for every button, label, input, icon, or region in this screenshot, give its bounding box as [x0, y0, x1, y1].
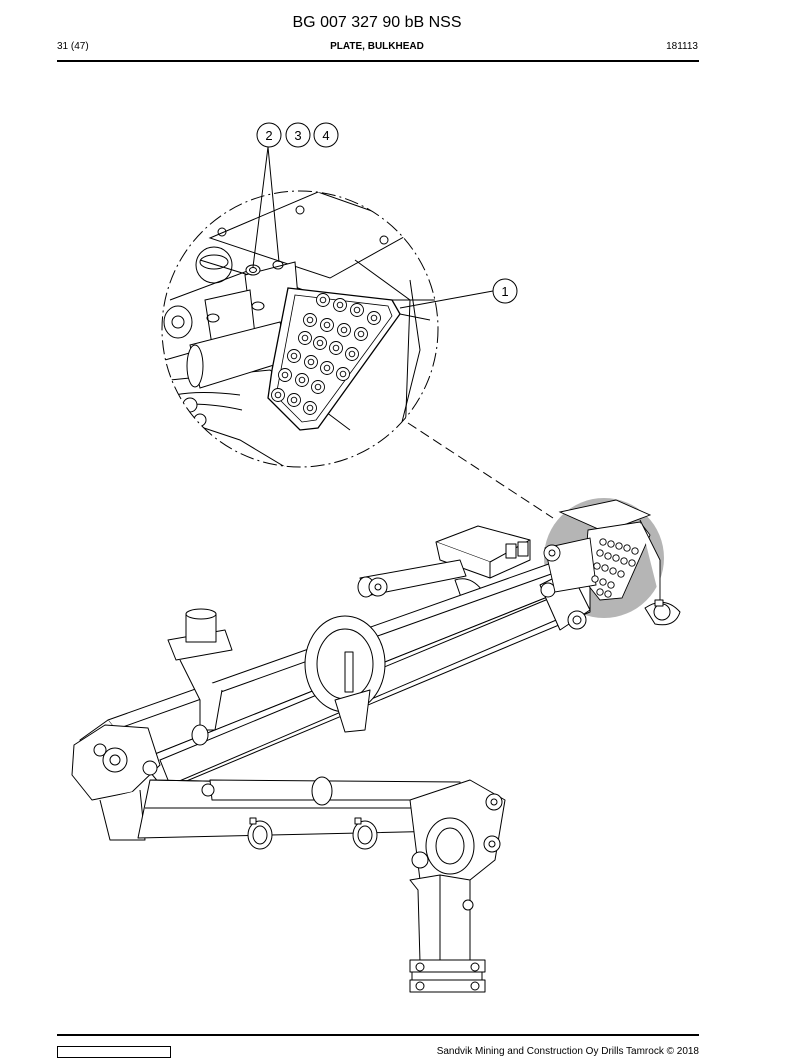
- callout-group: [252, 122, 518, 309]
- sandvik-logo: [57, 1046, 171, 1058]
- revision-date: 181113: [666, 41, 698, 52]
- copyright-notice: Sandvik Mining and Construction Oy Drill…: [436, 1046, 699, 1057]
- callout-4: 4: [322, 128, 329, 143]
- callout-2: 2: [265, 128, 272, 143]
- callout-3: 3: [294, 128, 301, 143]
- header-rule: [57, 60, 699, 62]
- footer-rule: [57, 1034, 699, 1036]
- page-number: 31 (47): [57, 41, 89, 52]
- detail-view: [163, 191, 438, 467]
- detail-leader: [407, 422, 554, 519]
- callout-1: 1: [501, 284, 508, 299]
- detail-circle: [161, 190, 439, 468]
- document-code: BG 007 327 90 bB NSS: [292, 14, 462, 31]
- zoom-bulkhead: [543, 499, 661, 601]
- part-title: PLATE, BULKHEAD: [330, 41, 424, 52]
